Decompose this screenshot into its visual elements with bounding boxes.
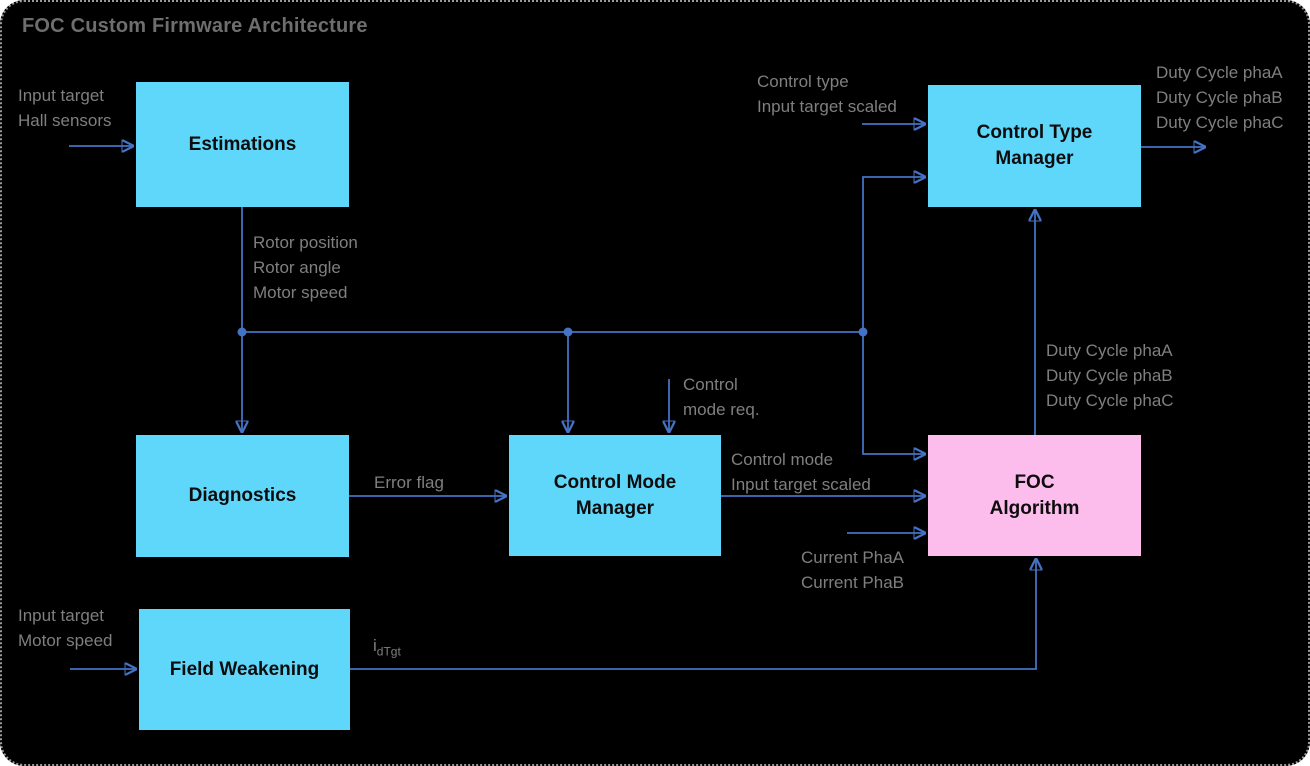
control-type-manager-box: Control Type Manager (928, 85, 1141, 207)
cmm-output-label: Control mode Input target scaled (731, 450, 871, 494)
junction-dot (858, 327, 868, 337)
wire-bus-to-foc (862, 332, 926, 454)
estimations-input-label: Input target Hall sensors (18, 86, 112, 130)
duty-cycle-output-label: Duty Cycle phaA Duty Cycle phaB Duty Cyc… (1156, 63, 1284, 132)
junction-dot (563, 327, 573, 337)
control-type-manager-label-line2: Manager (995, 148, 1074, 169)
field-weakening-label: Field Weakening (169, 658, 320, 680)
control-mode-manager-label-line1: Control Mode (553, 471, 677, 493)
control-mode-manager-label-line2: Manager (575, 497, 655, 519)
control-mode-manager-box: Control Mode Manager (509, 435, 721, 556)
diagnostics-label: Diagnostics (188, 485, 297, 506)
junction-dot (237, 327, 247, 337)
currents-label: Current PhaA Current PhaB (801, 548, 904, 592)
estimations-label: Estimations (188, 133, 297, 155)
estimations-box: Estimations (136, 82, 349, 207)
idtgt-label: idTgt (373, 636, 401, 659)
estimations-output-label: Rotor position Rotor angle Motor speed (253, 233, 358, 302)
field-weakening-input-label: Input target Motor speed (18, 606, 113, 650)
wire-bus-to-ctm (862, 177, 926, 332)
diagnostics-box: Diagnostics (136, 435, 349, 557)
foc-algorithm-label-line2: Algorithm (989, 497, 1080, 519)
field-weakening-box: Field Weakening (139, 609, 350, 730)
control-mode-req-label: Control mode req. (683, 375, 760, 419)
wire-fw-to-foc (350, 558, 1036, 670)
control-type-manager-label-line1: Control Type (976, 122, 1093, 143)
foc-algorithm-box: FOC Algorithm (928, 435, 1141, 556)
duty-cycle-foc-label: Duty Cycle phaA Duty Cycle phaB Duty Cyc… (1046, 341, 1174, 410)
error-flag-label: Error flag (374, 473, 444, 492)
control-type-input-label: Control type Input target scaled (757, 72, 897, 116)
foc-algorithm-label-line1: FOC (1014, 471, 1055, 493)
diagram-title: FOC Custom Firmware Architecture (22, 15, 368, 37)
